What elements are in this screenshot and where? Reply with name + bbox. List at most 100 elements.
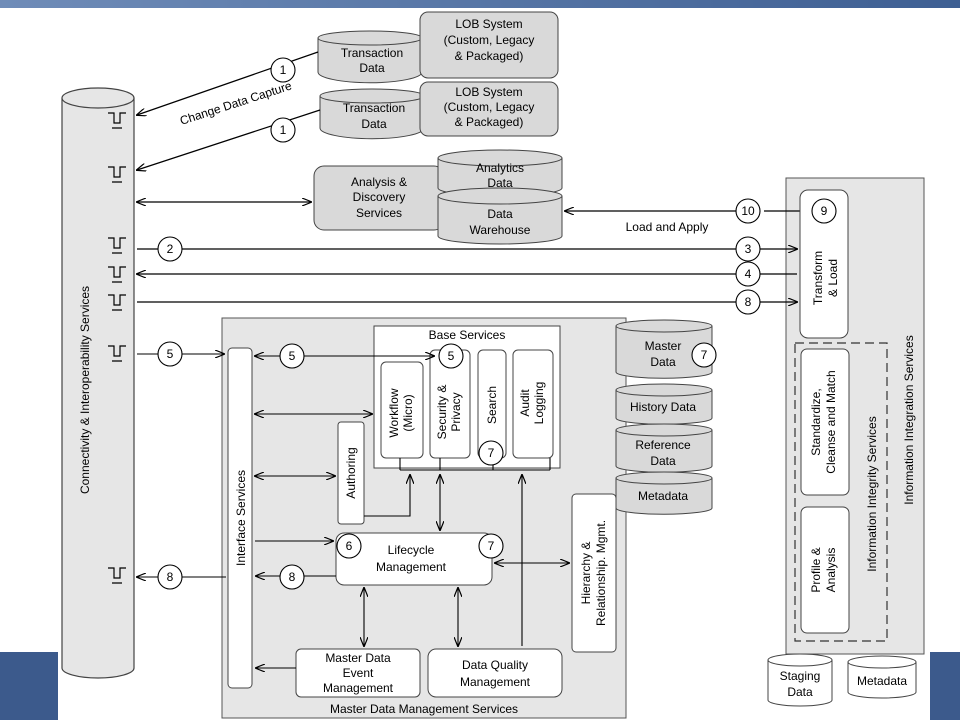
hierarchy-line2: Relationship. Mgmt. — [594, 520, 608, 626]
connectivity-cylinder — [61, 87, 135, 679]
info-integrity-label: Information Integrity Services — [865, 416, 879, 571]
transaction-data-1-line1: Transaction — [341, 46, 403, 60]
info-integrity-group — [794, 342, 888, 642]
base-services-label: Base Services — [429, 328, 506, 342]
workflow-line1: Workflow — [387, 388, 401, 437]
bottom-right-accent — [930, 652, 960, 720]
dq-mgmt-box — [427, 648, 563, 698]
profile-box — [800, 506, 850, 634]
authoring-box — [337, 421, 365, 525]
lifecycle-line2: Management — [376, 560, 447, 574]
transaction-data-2-line1: Transaction — [343, 101, 405, 115]
step-10: 10 — [741, 204, 755, 218]
event-line1: Master Data — [325, 651, 391, 665]
lob-system-1-box — [419, 11, 559, 79]
security-line2: Privacy — [449, 392, 463, 431]
step-8b: 8 — [167, 570, 174, 584]
interface-services-bar — [227, 347, 253, 689]
profile-line2: Analysis — [824, 548, 838, 593]
step-markers — [157, 57, 837, 590]
step-numbers: 1 1 2 3 4 8 10 9 5 5 5 7 7 6 7 8 8 — [167, 63, 828, 584]
warehouse-line2: Warehouse — [470, 223, 531, 237]
dq-line2: Management — [460, 675, 531, 689]
step-5b: 5 — [289, 349, 296, 363]
staging-line2: Data — [787, 685, 813, 699]
profile-line1: Profile & — [809, 547, 823, 592]
reference-line1: Reference — [635, 438, 691, 452]
hierarchy-line1: Hierarchy & — [579, 542, 593, 605]
lob-system-1-line1: LOB System — [455, 17, 522, 31]
metadata-right-cylinder — [847, 655, 917, 699]
step-4: 4 — [745, 267, 752, 281]
load-and-apply-label: Load and Apply — [626, 220, 709, 234]
cdc-arrow-2 — [137, 109, 321, 170]
analysis-line1: Analysis & — [351, 175, 407, 189]
top-accent-bar — [0, 0, 960, 8]
metadata-right-label: Metadata — [857, 674, 907, 688]
step-6: 6 — [346, 539, 353, 553]
staging-data-cylinder — [767, 653, 833, 707]
bottom-left-accent — [0, 652, 58, 720]
step-7b: 7 — [701, 348, 708, 362]
staging-line1: Staging — [780, 669, 821, 683]
analytics-line1: Analytics — [476, 161, 524, 175]
history-data-label: History Data — [630, 400, 696, 414]
lifecycle-line1: Lifecycle — [388, 543, 435, 557]
info-integration-label: Information Integration Services — [902, 335, 916, 504]
port-icons — [108, 112, 126, 584]
workflow-box — [380, 361, 424, 459]
step-1a: 1 — [280, 63, 287, 77]
metadata-mid-cylinder — [615, 471, 713, 515]
master-data-line2: Data — [650, 355, 676, 369]
step-9: 9 — [821, 204, 828, 218]
step-8a: 8 — [745, 295, 752, 309]
audit-line1: Audit — [518, 389, 532, 417]
master-data-line1: Master — [645, 339, 682, 353]
workflow-line2: (Micro) — [401, 394, 415, 431]
search-label: Search — [485, 386, 499, 424]
data-warehouse-cylinder — [437, 187, 563, 245]
analytics-data-cylinder — [437, 149, 563, 197]
step-1b: 1 — [280, 123, 287, 137]
connectivity-label: Connectivity & Interoperability Services — [78, 286, 92, 494]
transform-line1: Transform — [811, 251, 825, 305]
step-5a: 5 — [167, 347, 174, 361]
standardize-line1: Standardize, — [809, 388, 823, 455]
transform-line2: & Load — [826, 259, 840, 297]
step-2: 2 — [167, 242, 174, 256]
lob-system-2-box — [419, 81, 559, 137]
transaction-data-1-cylinder — [317, 30, 423, 84]
lob-system-2-line1: LOB System — [455, 85, 522, 99]
analytics-line2: Data — [487, 176, 513, 190]
standardize-line2: Cleanse and Match — [824, 370, 838, 473]
transaction-data-2-line2: Data — [361, 117, 387, 131]
event-line2: Event — [343, 666, 374, 680]
lifecycle-box — [335, 532, 493, 586]
mdm-connectors — [137, 354, 569, 668]
event-line3: Management — [323, 681, 394, 695]
audit-box — [512, 349, 554, 459]
master-data-cylinder — [615, 319, 713, 379]
standardize-box — [800, 348, 850, 496]
step-7c: 7 — [488, 539, 495, 553]
hierarchy-box — [571, 493, 617, 653]
interface-services-label: Interface Services — [234, 470, 248, 566]
analysis-line3: Services — [356, 206, 402, 220]
metadata-mid-label: Metadata — [638, 489, 688, 503]
analysis-line2: Discovery — [353, 190, 406, 204]
step-5c: 5 — [448, 349, 455, 363]
security-line1: Security & — [435, 385, 449, 440]
lob-system-1-line2: (Custom, Legacy — [444, 33, 535, 47]
event-mgmt-box — [295, 648, 421, 698]
audit-line2: Logging — [532, 382, 546, 425]
lob-system-1-line3: & Packaged) — [455, 49, 524, 63]
dq-line1: Data Quality — [462, 658, 528, 672]
authoring-label: Authoring — [344, 447, 358, 498]
step-7a: 7 — [488, 446, 495, 460]
reference-line2: Data — [650, 454, 676, 468]
history-data-cylinder — [615, 383, 713, 425]
lob-system-2-line3: & Packaged) — [455, 115, 524, 129]
transform-load-box — [799, 189, 849, 339]
warehouse-line1: Data — [487, 207, 513, 221]
